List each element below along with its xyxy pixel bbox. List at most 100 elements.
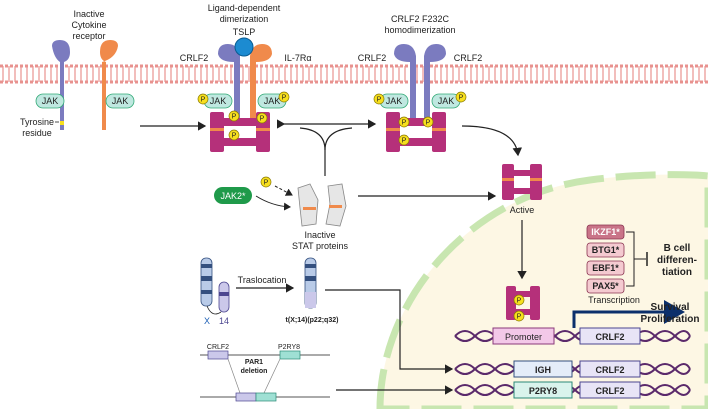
stat-dimer-ligand: P P P [210,110,270,152]
phospho-sites-homodimer: P P [373,91,467,105]
jak-label-homodimer-right: JAK [438,96,455,106]
svg-text:P: P [377,97,382,104]
active-label: Active [510,205,535,215]
inactive-stat-proteins [297,183,347,227]
il7ra-receptor-label: IL-7Rα [284,53,311,63]
t-x14-label: t(X;14)(p22;q32) [286,317,339,324]
par1-p2ry8-label: P2RY8 [278,344,300,351]
jak2-mutant [214,187,252,204]
svg-text:P: P [517,298,522,305]
svg-text:P: P [402,120,407,127]
svg-text:P: P [260,116,265,123]
survival-label: Survival [651,302,690,313]
svg-text:P: P [426,120,431,127]
crlf2-box-3 [579,381,641,399]
free-phospho-label: P [264,180,269,187]
jak-inactive-left [35,93,65,109]
svg-text:P: P [459,95,464,102]
b-cell-label-2: differen- [657,255,697,266]
inactive-stat-label-1: Inactive [304,230,335,240]
proliferation-label: Proliferation [641,314,700,325]
par1-label-2: deletion [241,368,268,375]
stat-recruit-line-right [324,127,353,151]
svg-text:P: P [282,95,287,102]
cell-membrane [0,64,708,84]
inhibition-bracket [626,231,646,287]
chr-x-label: X [204,316,210,326]
inactive-receptor-label-3: receptor [72,31,105,41]
par1-crlf2-gene-top [207,350,229,360]
svg-text:P: P [232,114,237,121]
jak-label-ligand-left: JAK [210,96,227,106]
chromosome-14 [218,281,230,313]
active-stat-dimer [502,164,542,200]
homodimer-receptor-right [424,44,446,120]
homodimer-crlf2-right: CRLF2 [454,53,483,63]
crlf2-receptor-label: CRLF2 [180,53,209,63]
jak2-to-stat-arrow [255,195,291,211]
ligand-dimer-label-2: dimerization [220,14,269,24]
crlf2-box-1-label: CRLF2 [596,332,625,342]
dna-helix-3 [454,384,691,396]
promoter-label: Promoter [505,332,542,342]
inactive-receptor-label-2: Cytokine [71,20,106,30]
stat-dimer-homodimer: P P P [386,112,446,152]
il7ra-receptor-shape [250,44,272,120]
jak-label-ligand-right: JAK [264,96,281,106]
homodimer-label-1: CRLF2 F232C [391,14,450,24]
b-cell-label-3: tiation [662,267,692,278]
svg-text:P: P [232,133,237,140]
crlf2-box-2 [579,360,641,378]
crlf2-box-3-label: CRLF2 [596,386,625,396]
free-phospho [260,176,272,188]
translocation-swap-arrow [206,305,222,315]
tyrosine-label-1: Tyrosine [20,117,54,127]
crlf2-box-1 [579,327,641,345]
ebf1-label: EBF1* [592,263,619,273]
inactive-receptor-orange [100,40,118,130]
svg-text:P: P [201,97,206,104]
igh-label: IGH [535,365,551,375]
par1-deletion-lines [227,358,281,394]
par1-crlf2-gene-bottom [235,392,257,402]
crlf2-receptor-shape [218,44,240,120]
transcription-arrow [572,300,685,328]
igh-box [513,360,573,378]
par1-crlf2-label: CRLF2 [207,344,229,351]
svg-text:P: P [517,314,522,321]
p2ry8-label: P2RY8 [529,386,557,396]
ligand-dimer-label-1: Ligand-dependent [208,3,281,13]
transcription-label: Transcription [588,295,640,305]
homodimer-label-2: homodimerization [384,25,455,35]
jak-label-homodimer-left: JAK [386,96,403,106]
crlf2-box-2-label: CRLF2 [596,365,625,375]
jak-label-inactive-left: JAK [42,96,59,106]
jak-inactive-right [105,93,135,109]
p2ry8-box [513,381,573,399]
btg1-label: BTG1* [592,245,620,255]
jak2-mutant-label: JAK2* [220,191,246,201]
tslp-ligand [234,37,254,57]
chromosome-translocated [304,257,317,309]
stat-recruit-line-left [299,127,326,176]
inactive-receptor-purple [52,40,70,130]
b-cell-label-1: B cell [664,243,691,254]
pax5-label: PAX5* [592,281,619,291]
tyrosine-residue-mark [60,121,64,125]
jak-label-inactive-right: JAK [112,96,129,106]
nucleus [376,171,708,409]
translocation-label: Traslocation [238,275,287,285]
chromosome-x [200,257,213,307]
svg-text:P: P [402,138,407,145]
par1-p2ry8-gene-bottom [255,392,277,402]
homodimer-crlf2-left: CRLF2 [358,53,387,63]
arrow-to-active [461,125,523,157]
inactive-receptor-label-1: Inactive [73,9,104,19]
tslp-label: TSLP [233,27,256,37]
chr-14-label: 14 [219,316,229,326]
phospho-to-stat-arrow [274,185,293,196]
phospho-sites-ligand: P P [197,91,290,105]
par1-p2ry8-gene-top [279,350,301,360]
